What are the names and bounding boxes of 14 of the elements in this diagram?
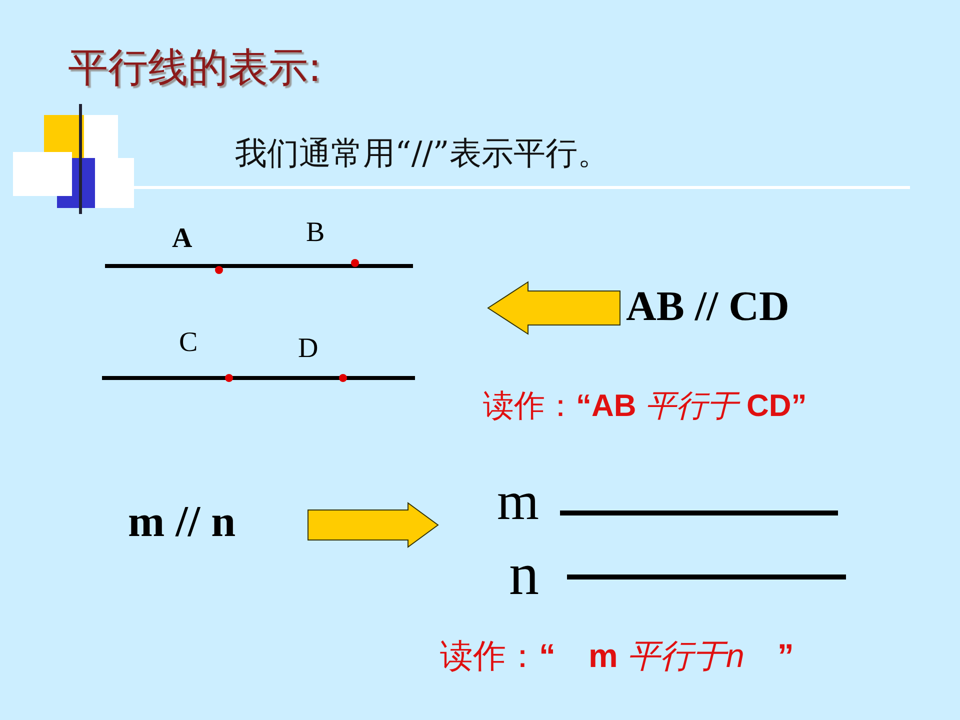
reading-note: 读作：“AB 平行于 CD” <box>483 387 807 425</box>
notation-text: AB // CD <box>626 283 790 332</box>
point-label: B <box>306 219 325 247</box>
subtitle-text: 我们通常用“//”表示平行。 <box>235 133 610 174</box>
slide-title: 平行线的表示: <box>68 44 322 93</box>
point-label: n <box>509 544 539 604</box>
point-label: m <box>497 474 540 528</box>
point-label: D <box>298 335 318 363</box>
block-arrow <box>487 281 620 335</box>
notation-text: m // n <box>128 496 236 548</box>
point-label: C <box>179 329 198 357</box>
reading-note: 读作：“ m 平行于n ” <box>440 636 794 676</box>
block-arrow <box>308 502 439 548</box>
point-label: A <box>172 225 192 253</box>
